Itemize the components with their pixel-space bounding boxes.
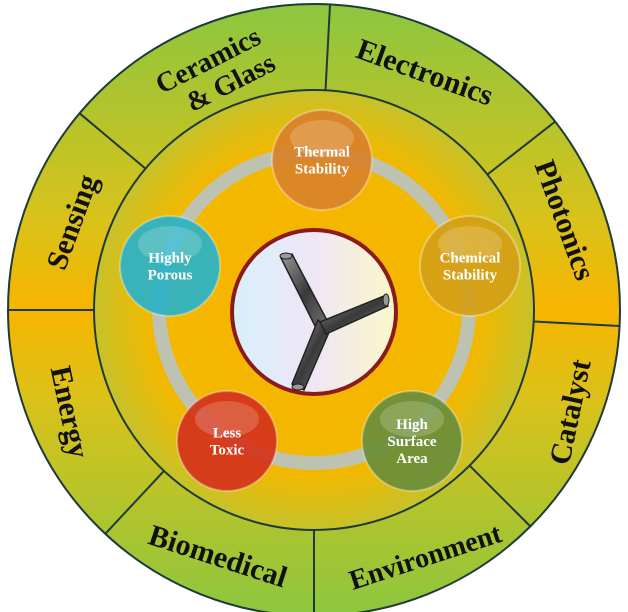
property-label: Less bbox=[213, 426, 242, 442]
segment-divider bbox=[533, 320, 620, 328]
property-label: Chemical bbox=[440, 251, 501, 267]
property-label: Toxic bbox=[210, 443, 245, 459]
segment-divider bbox=[468, 464, 532, 528]
property-label: Stability bbox=[443, 268, 498, 284]
segment-divider bbox=[324, 4, 332, 91]
segment-dividers bbox=[8, 4, 620, 612]
segment-divider bbox=[78, 112, 147, 170]
property-bubbles: ThermalStabilityChemicalStabilityHighSur… bbox=[119, 109, 521, 492]
property-label: Porous bbox=[148, 268, 193, 284]
property-label: Stability bbox=[295, 162, 350, 178]
property-label: Surface bbox=[387, 434, 436, 450]
property-label: Highly bbox=[148, 251, 192, 267]
tripod-nanostructure bbox=[279, 252, 390, 392]
property-label: Area bbox=[396, 451, 428, 467]
segment-divider bbox=[486, 120, 556, 176]
property-label: Thermal bbox=[294, 145, 350, 161]
segment-divider bbox=[104, 470, 165, 535]
property-label: High bbox=[396, 417, 428, 433]
